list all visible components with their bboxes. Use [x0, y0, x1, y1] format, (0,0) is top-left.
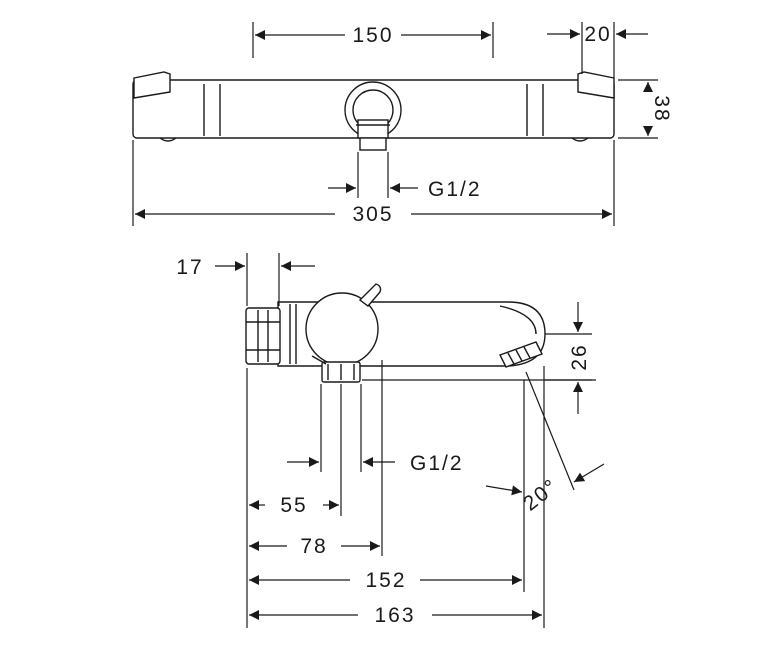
side-dimensions: 17 26 G1/2 20° 55 78: [176, 253, 605, 628]
dim-label-angle: 20°: [519, 474, 563, 515]
top-dimensions: 150 20 38 G1/2 305: [132, 22, 673, 226]
dim-label-26: 26: [568, 343, 591, 370]
aerator: [499, 341, 543, 368]
dim-label-thread-side: G1/2: [410, 452, 464, 475]
dim-label-20: 20: [584, 23, 611, 46]
left-cap-top: [133, 71, 171, 99]
outlet-connector-top: [357, 119, 389, 139]
dim-label-152: 152: [365, 569, 406, 592]
dim-label-163: 163: [374, 604, 415, 627]
top-view: [132, 71, 615, 151]
dim-label-150: 150: [352, 24, 393, 47]
lever: [358, 283, 382, 307]
dim-label-thread-top: G1/2: [428, 178, 482, 201]
side-view: [245, 283, 546, 383]
dim-label-17: 17: [176, 256, 203, 279]
handle-nut: [245, 307, 281, 365]
right-cap-top: [577, 71, 615, 99]
dim-label-78: 78: [300, 535, 327, 558]
dim-label-55: 55: [280, 494, 307, 517]
dim-label-38: 38: [650, 95, 673, 122]
dim-label-305: 305: [352, 203, 393, 226]
